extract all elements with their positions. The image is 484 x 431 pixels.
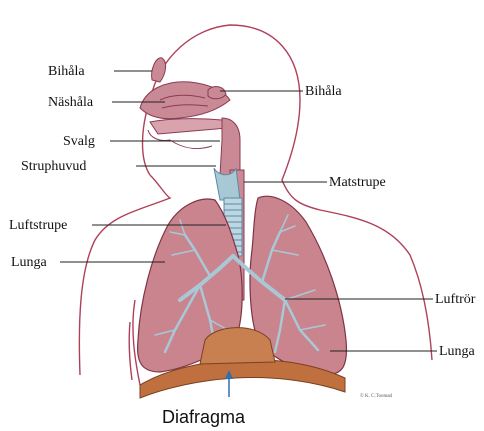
label-lunga-right: Lunga	[439, 344, 476, 359]
label-svalg: Svalg	[63, 134, 95, 149]
illustrator-credit: © K. C.Toomad	[360, 393, 393, 399]
leader-lines	[60, 71, 437, 351]
label-lunga-left: Lunga	[11, 255, 48, 270]
label-bihala-right: Bihåla	[305, 84, 342, 99]
label-struphuvud: Struphuvud	[21, 159, 86, 174]
head-airways	[140, 58, 240, 175]
label-nashala: Näshåla	[48, 95, 94, 110]
label-luftror: Luftrör	[435, 292, 476, 307]
label-bihala-left: Bihåla	[48, 64, 85, 79]
label-matstrupe: Matstrupe	[329, 175, 386, 190]
label-diafragma: Diafragma	[162, 407, 246, 427]
label-luftstrupe: Luftstrupe	[9, 218, 67, 233]
